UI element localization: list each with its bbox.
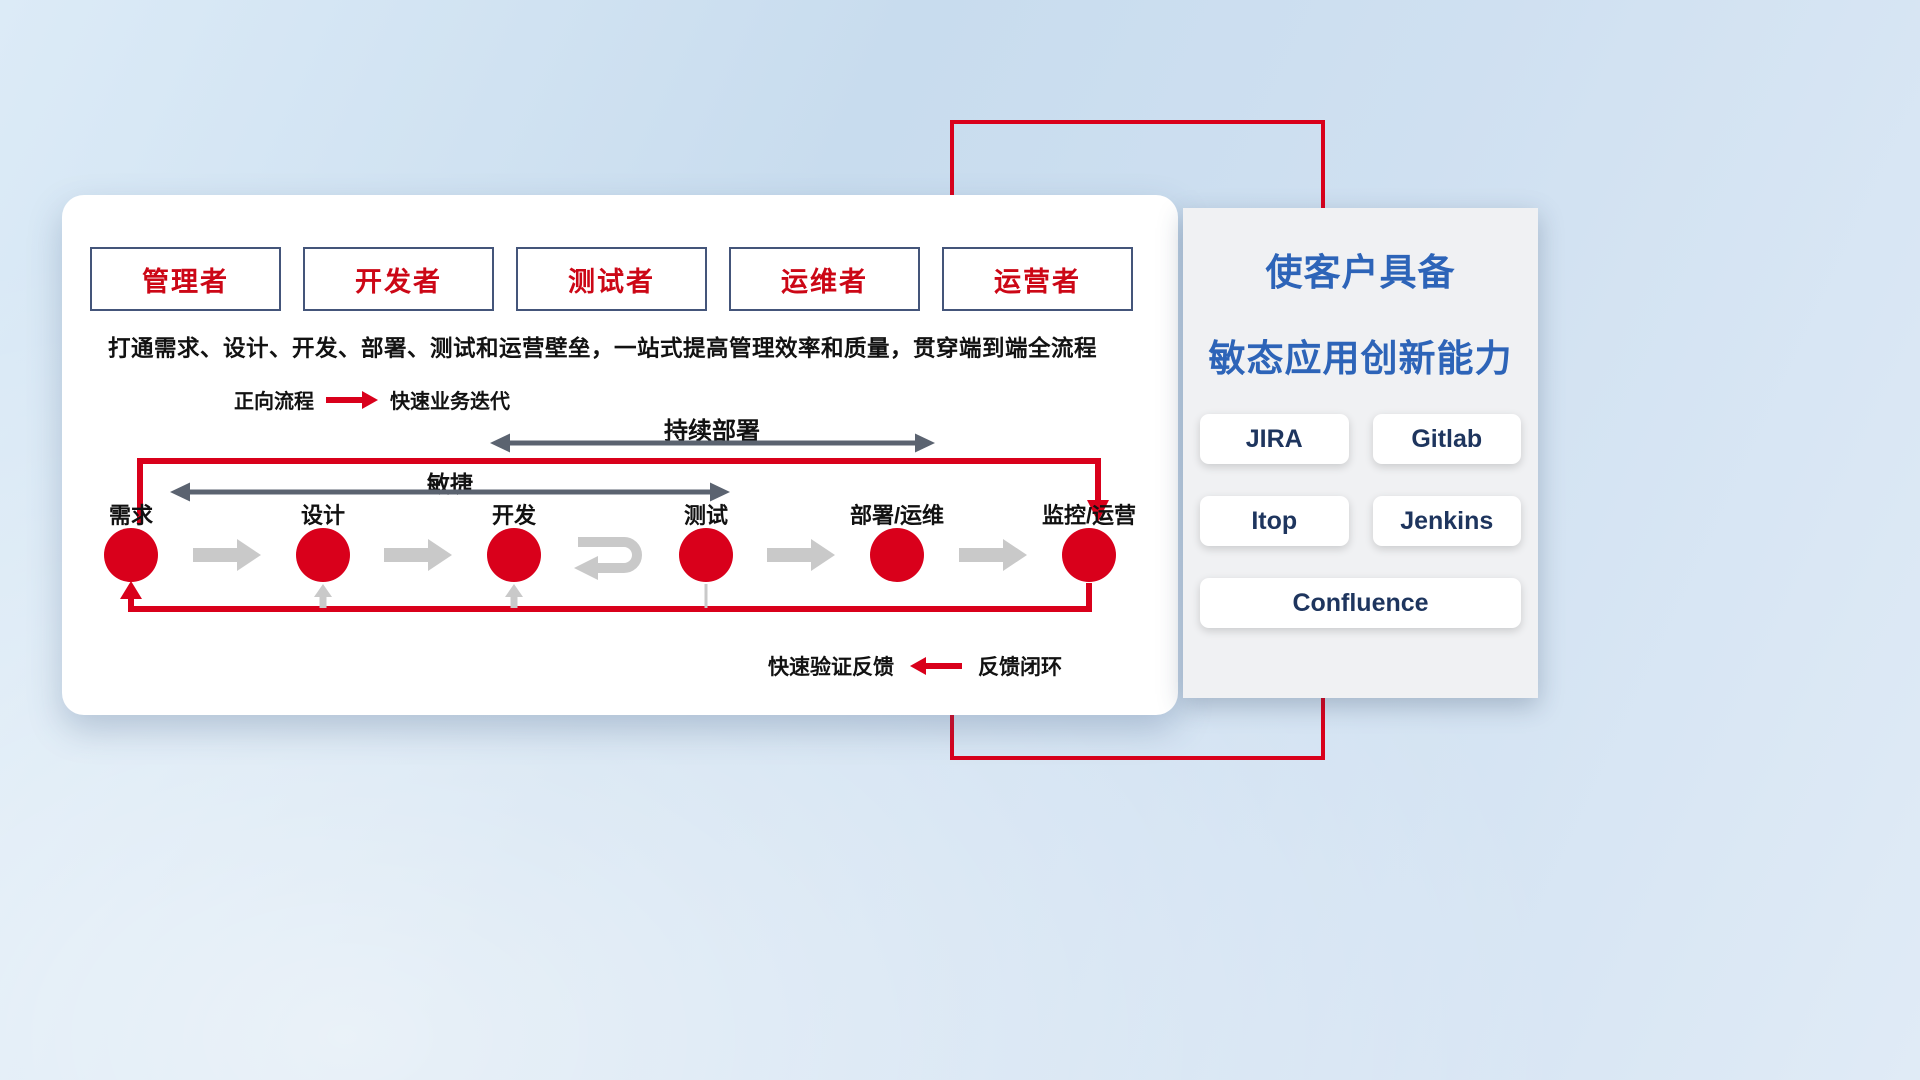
feedback-loop-arrowhead <box>120 581 142 599</box>
stage-label-deploy-ops: 部署/运维 <box>849 503 945 528</box>
stage-node-development <box>487 528 541 582</box>
iteration-loop-icon <box>578 537 642 573</box>
role-box-manager: 管理者 <box>90 247 281 311</box>
feedback-legend-desc: 反馈闭环 <box>978 656 1062 679</box>
stage-node-requirements <box>104 528 158 582</box>
tool-jenkins: Jenkins <box>1372 496 1521 546</box>
headline: 打通需求、设计、开发、部署、测试和运营壁垒，一站式提高管理效率和质量，贯穿端到端… <box>108 336 1098 361</box>
role-box-developer: 开发者 <box>303 247 494 311</box>
role-box-tester: 测试者 <box>516 247 707 311</box>
role-label: 开发者 <box>355 266 442 297</box>
forward-loop-line <box>137 458 1101 524</box>
stage-arrow-4 <box>959 539 1027 571</box>
role-box-ops: 运维者 <box>729 247 920 311</box>
tools-grid: JIRA Gitlab Itop Jenkins Confluence <box>1183 414 1538 628</box>
stage-arrow-1 <box>193 539 261 571</box>
capability-panel: 使客户具备 敏态应用创新能力 JIRA Gitlab Itop Jenkins … <box>1183 208 1538 698</box>
stage-node-deploy-ops <box>870 528 924 582</box>
stage-node-monitor-ops <box>1062 528 1116 582</box>
stage-arrow-3 <box>767 539 835 571</box>
forward-legend-label: 正向流程 <box>234 391 314 413</box>
forward-arrow-icon <box>326 390 378 409</box>
role-label: 测试者 <box>568 266 655 297</box>
workflow-card: 管理者 开发者 测试者 运维者 运营者 打通需求、设计、开发、部署、测试和运营壁… <box>62 195 1178 715</box>
panel-title-line1: 使客户具备 <box>1265 252 1456 293</box>
stage-label-monitor-ops: 监控/运营 <box>1041 503 1137 528</box>
feedback-up-arrowhead-dev <box>505 584 523 597</box>
stage-label-requirements: 需求 <box>108 503 153 528</box>
stage-node-testing <box>679 528 733 582</box>
continuous-deploy-arrow <box>490 433 935 453</box>
stage-node-design <box>296 528 350 582</box>
feedback-arrow-icon <box>910 657 962 675</box>
iteration-loop-arrowhead <box>574 556 598 580</box>
forward-legend: 正向流程 快速业务迭代 <box>234 385 510 414</box>
feedback-up-arrowhead-design <box>314 584 332 597</box>
role-label: 运维者 <box>781 266 868 297</box>
agile-arrow <box>170 482 730 502</box>
roles-row: 管理者 开发者 测试者 运维者 运营者 <box>90 247 1133 311</box>
panel-title-line2: 敏态应用创新能力 <box>1208 338 1513 379</box>
feedback-legend-label: 快速验证反馈 <box>768 656 894 679</box>
role-label: 运营者 <box>994 266 1081 297</box>
role-box-operator: 运营者 <box>942 247 1133 311</box>
stage-label-development: 开发 <box>491 503 536 528</box>
stage-arrow-2 <box>384 539 452 571</box>
flow-diagram <box>104 433 1116 612</box>
feedback-legend: 快速验证反馈 反馈闭环 <box>768 651 1062 681</box>
stage-label-testing: 测试 <box>683 503 728 528</box>
forward-legend-desc: 快速业务迭代 <box>390 391 510 413</box>
feedback-loop-line <box>128 583 1092 612</box>
forward-loop-arrowhead <box>1087 500 1109 522</box>
role-label: 管理者 <box>142 266 229 297</box>
tool-jira: JIRA <box>1200 414 1349 464</box>
tool-itop: Itop <box>1200 496 1349 546</box>
stage-label-design: 设计 <box>300 503 345 528</box>
tool-confluence: Confluence <box>1200 578 1521 628</box>
tool-gitlab: Gitlab <box>1372 414 1521 464</box>
